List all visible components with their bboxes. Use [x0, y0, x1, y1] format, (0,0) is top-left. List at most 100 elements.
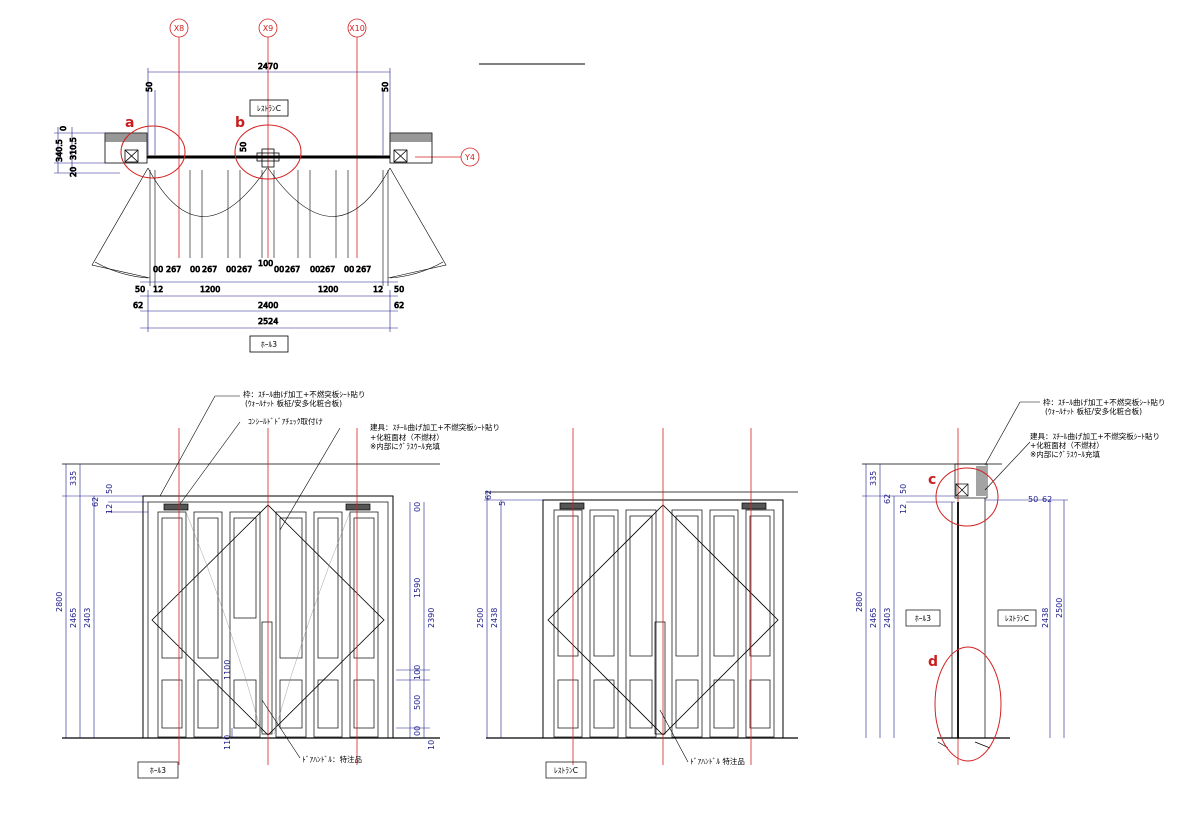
door-leaves-plan — [91, 167, 447, 286]
svg-text:2438: 2438 — [490, 608, 499, 628]
svg-text:267: 267 — [356, 265, 371, 274]
svg-text:50: 50 — [239, 142, 248, 152]
svg-text:ﾎｰﾙ3: ﾎｰﾙ3 — [261, 340, 277, 349]
svg-text:50: 50 — [145, 82, 154, 92]
detail-mark-d: d — [928, 654, 938, 670]
elevation-restaurant: 62 5 2500 2438 ﾄﾞｱﾊﾝﾄﾞﾙ 特注品 ﾚｽﾄﾗﾝC — [476, 428, 798, 779]
svg-text:X8: X8 — [174, 24, 185, 33]
svg-text:00: 00 — [226, 265, 236, 274]
section-view: 335 62 50 12 2800 2465 2403 50 62 2438 2… — [855, 397, 1166, 765]
svg-text:00: 00 — [344, 265, 354, 274]
svg-text:10: 10 — [427, 740, 436, 750]
door-panels-restaurant — [553, 502, 775, 738]
svg-text:00: 00 — [413, 502, 422, 512]
elevation-hall: 335 62 50 12 2800 2465 2403 00 1590 2390… — [55, 389, 500, 779]
svg-text:50: 50 — [1028, 495, 1038, 504]
svg-text:2400: 2400 — [258, 301, 278, 310]
svg-text:50: 50 — [394, 285, 404, 294]
svg-text:267: 267 — [320, 265, 335, 274]
svg-text:ﾎｰﾙ3: ﾎｰﾙ3 — [915, 614, 931, 623]
svg-text:267: 267 — [237, 265, 252, 274]
svg-text:62: 62 — [394, 301, 404, 310]
label-restaurant-elev: ﾚｽﾄﾗﾝC — [545, 761, 587, 779]
svg-text:12: 12 — [899, 504, 908, 514]
svg-text:00: 00 — [413, 726, 422, 736]
svg-text:20: 20 — [69, 167, 78, 177]
grid-bubble-x8: X8 — [169, 18, 189, 38]
svg-text:X10: X10 — [349, 24, 365, 33]
svg-text:12: 12 — [105, 504, 114, 514]
svg-text:62: 62 — [484, 490, 493, 500]
detail-mark-c: c — [928, 472, 936, 488]
svg-text:枠：ｽﾁｰﾙ曲げ加工+不燃突板ｼｰﾄ貼り: 枠：ｽﾁｰﾙ曲げ加工+不燃突板ｼｰﾄ貼り — [1043, 397, 1166, 407]
svg-text:(ｳｫｰﾙﾅｯﾄ 板柾/安多化粧合板): (ｳｫｰﾙﾅｯﾄ 板柾/安多化粧合板) — [245, 398, 342, 408]
grid-lines — [178, 37, 461, 258]
svg-text:2524: 2524 — [258, 317, 278, 326]
svg-text:※内部にｸﾞﾗｽｳｰﾙ充填: ※内部にｸﾞﾗｽｳｰﾙ充填 — [1030, 449, 1101, 459]
svg-text:1100: 1100 — [223, 660, 232, 680]
svg-text:2465: 2465 — [69, 608, 78, 628]
svg-text:0: 0 — [59, 126, 68, 131]
svg-text:+化粧面材（不燃材）: +化粧面材（不燃材） — [370, 432, 444, 442]
svg-text:X9: X9 — [263, 24, 274, 33]
svg-text:1200: 1200 — [200, 285, 220, 294]
svg-text:ﾎｰﾙ3: ﾎｰﾙ3 — [150, 766, 166, 775]
svg-text:267: 267 — [166, 265, 181, 274]
center-post — [256, 148, 280, 168]
svg-text:100: 100 — [413, 665, 422, 680]
svg-text:1200: 1200 — [318, 285, 338, 294]
svg-text:ﾚｽﾄﾗﾝC: ﾚｽﾄﾗﾝC — [1005, 614, 1029, 623]
svg-text:00: 00 — [153, 265, 163, 274]
label-hall-section: ﾎｰﾙ3 — [905, 609, 941, 627]
svg-text:335: 335 — [69, 471, 78, 486]
svg-text:2465: 2465 — [869, 608, 878, 628]
label-hall-elev: ﾎｰﾙ3 — [137, 761, 179, 779]
svg-text:2800: 2800 — [855, 592, 864, 612]
svg-text:2800: 2800 — [55, 592, 64, 612]
svg-text:62: 62 — [133, 301, 143, 310]
svg-text:建具：ｽﾁｰﾙ曲げ加工+不燃突板ｼｰﾄ貼り: 建具：ｽﾁｰﾙ曲げ加工+不燃突板ｼｰﾄ貼り — [370, 422, 500, 432]
svg-text:00: 00 — [190, 265, 200, 274]
plan-view: X8 X9 X10 Y4 2470 — [54, 18, 585, 353]
svg-text:ﾄﾞｱﾊﾝﾄﾞﾙ 特注品: ﾄﾞｱﾊﾝﾄﾞﾙ 特注品 — [690, 756, 745, 766]
svg-text:1590: 1590 — [413, 578, 422, 598]
svg-text:50: 50 — [381, 82, 390, 92]
grid-bubble-x10: X10 — [347, 18, 367, 38]
svg-text:+化粧面材（不燃材）: +化粧面材（不燃材） — [1030, 440, 1104, 450]
svg-text:5: 5 — [498, 501, 507, 506]
svg-text:2438: 2438 — [1041, 608, 1050, 628]
svg-text:2500: 2500 — [1055, 598, 1064, 618]
svg-text:ﾚｽﾄﾗﾝC: ﾚｽﾄﾗﾝC — [257, 104, 281, 113]
svg-text:62: 62 — [883, 494, 892, 504]
label-restaurant-section: ﾚｽﾄﾗﾝC — [997, 609, 1037, 627]
svg-text:ﾄﾞｱﾊﾝﾄﾞﾙ：特注品: ﾄﾞｱﾊﾝﾄﾞﾙ：特注品 — [302, 754, 362, 764]
svg-text:50: 50 — [135, 285, 145, 294]
detail-mark-a: a — [125, 115, 134, 131]
svg-text:310.5: 310.5 — [69, 137, 78, 160]
svg-text:00: 00 — [274, 265, 284, 274]
svg-text:50: 50 — [105, 484, 114, 494]
grid-bubble-x9: X9 — [258, 18, 278, 38]
label-hall-plan: ﾎｰﾙ3 — [249, 335, 289, 353]
svg-text:ﾚｽﾄﾗﾝC: ﾚｽﾄﾗﾝC — [554, 766, 578, 775]
grid-bubble-y4: Y4 — [460, 147, 480, 167]
svg-text:ｺﾝｼｰﾙﾄﾞﾄﾞｱﾁｪｯｸ取付け: ｺﾝｼｰﾙﾄﾞﾄﾞｱﾁｪｯｸ取付け — [248, 416, 323, 426]
svg-text:2500: 2500 — [476, 608, 485, 628]
door-panels-hall — [157, 503, 379, 738]
svg-text:2470: 2470 — [258, 62, 278, 71]
svg-text:枠：ｽﾁｰﾙ曲げ加工+不燃突板ｼｰﾄ貼り: 枠：ｽﾁｰﾙ曲げ加工+不燃突板ｼｰﾄ貼り — [243, 389, 366, 399]
svg-text:建具：ｽﾁｰﾙ曲げ加工+不燃突板ｼｰﾄ貼り: 建具：ｽﾁｰﾙ曲げ加工+不燃突板ｼｰﾄ貼り — [1030, 431, 1160, 441]
svg-text:2403: 2403 — [883, 608, 892, 628]
svg-text:500: 500 — [413, 695, 422, 710]
svg-text:00: 00 — [310, 265, 320, 274]
detail-mark-b: b — [235, 115, 245, 131]
svg-text:110: 110 — [223, 735, 232, 750]
label-restaurant-plan: ﾚｽﾄﾗﾝC — [249, 99, 289, 117]
svg-text:100: 100 — [258, 259, 273, 268]
svg-text:50: 50 — [899, 484, 908, 494]
right-wall — [389, 132, 433, 164]
svg-text:267: 267 — [202, 265, 217, 274]
svg-text:267: 267 — [285, 265, 300, 274]
svg-text:※内部にｸﾞﾗｽｳｰﾙ充填: ※内部にｸﾞﾗｽｳｰﾙ充填 — [370, 441, 441, 451]
